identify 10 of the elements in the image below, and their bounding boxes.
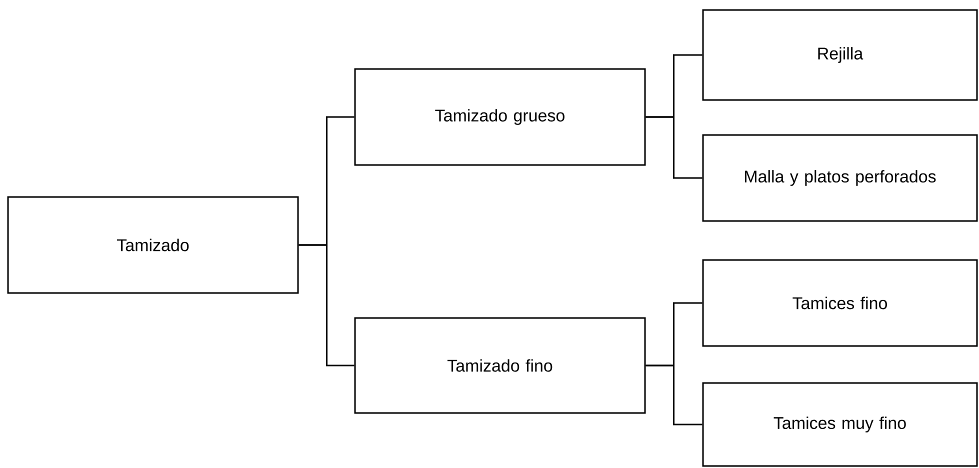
connector-line xyxy=(298,244,354,366)
process-box: Rejilla xyxy=(702,9,978,101)
process-box: Malla y platos perforados xyxy=(702,134,978,222)
connector-line xyxy=(646,364,702,426)
process-box: Tamices fino xyxy=(702,259,978,347)
process-box: Tamices muy fino xyxy=(702,382,978,467)
process-box: Tamizado fino xyxy=(354,317,646,414)
process-box: Tamizado grueso xyxy=(354,68,646,166)
process-box: Tamizado xyxy=(7,196,299,294)
connector-line xyxy=(646,116,702,179)
